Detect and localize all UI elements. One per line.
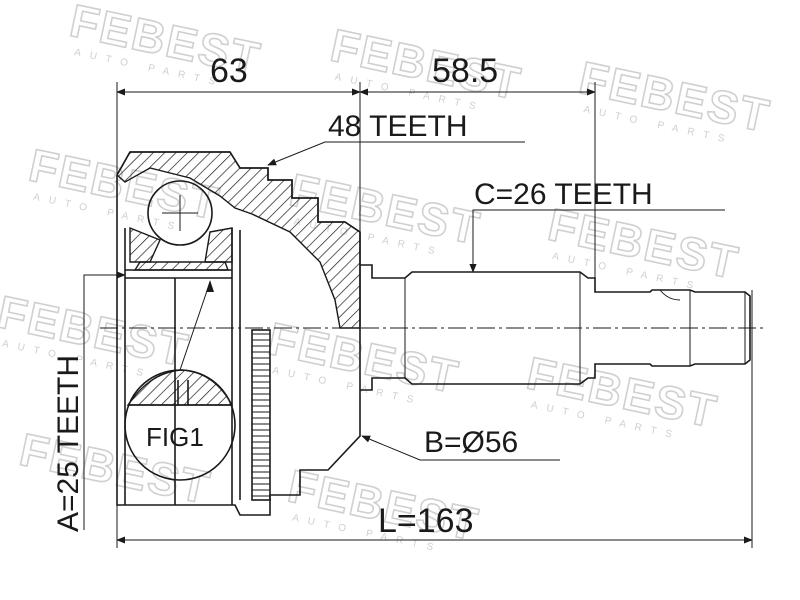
diameter-b-label: B=Ø56 <box>424 426 518 459</box>
dimension-58-5-label: 58.5 <box>432 52 498 90</box>
teeth-48-label: 48 TEETH <box>328 110 468 143</box>
teeth-c-callout: C=26 TEETH <box>469 178 725 273</box>
shaft <box>360 264 751 391</box>
diameter-b-callout: B=Ø56 <box>361 426 560 461</box>
teeth-48-callout: 48 TEETH <box>267 110 525 166</box>
dimension-63-label: 63 <box>210 52 248 90</box>
abs-ring <box>251 329 271 501</box>
cage-ball-upper <box>147 180 213 246</box>
top-dimension-58-5: 58.5 <box>359 52 596 96</box>
joint-housing <box>116 151 361 516</box>
fig1-label: FIG1 <box>146 422 204 452</box>
length-dimension: L=163 <box>116 502 753 544</box>
teeth-a-callout: A=25 TEETH <box>52 271 126 532</box>
fig1-detail: FIG1 <box>124 280 236 481</box>
length-label: L=163 <box>378 502 474 540</box>
teeth-c-label: C=26 TEETH <box>474 178 653 211</box>
teeth-a-label: A=25 TEETH <box>52 355 85 532</box>
top-dimension-63: 63 <box>116 52 361 96</box>
